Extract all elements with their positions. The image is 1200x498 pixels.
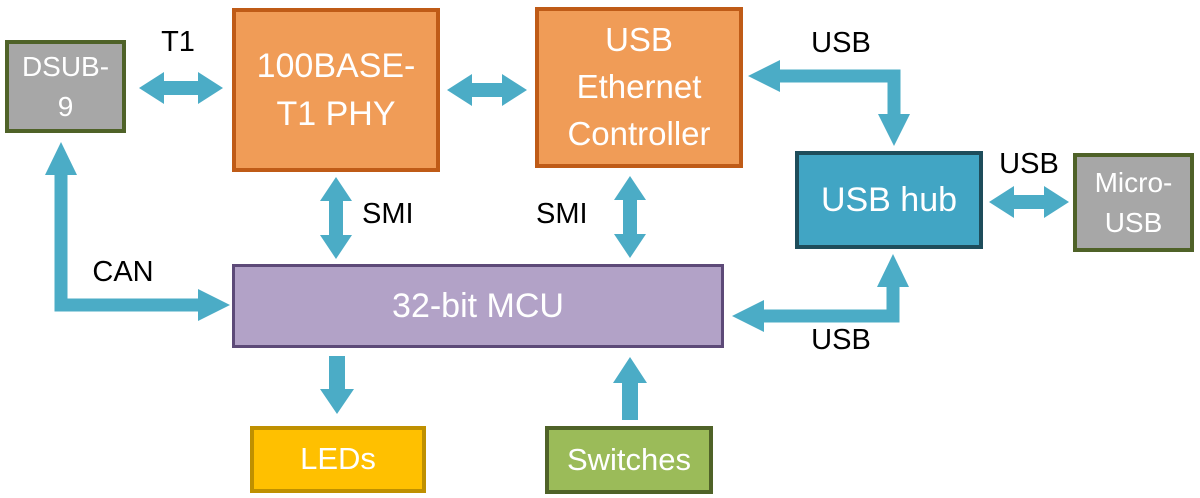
arrow-hub-mcu-icon: [732, 254, 909, 332]
block-32bit-mcu-label: 32-bit MCU: [392, 286, 564, 325]
block-32bit-mcu: 32-bit MCU: [232, 264, 724, 348]
arrow-mcu-leds-icon: [320, 356, 354, 414]
arrow-switches-mcu-icon: [613, 357, 647, 420]
block-dsub9: DSUB-9: [5, 40, 126, 133]
block-leds: LEDs: [250, 426, 426, 493]
block-usb-ethernet-controller: USB Ethernet Controller: [535, 7, 743, 168]
label-usb-right: USB: [999, 148, 1059, 180]
label-smi-right: SMI: [536, 198, 588, 230]
label-can: CAN: [92, 256, 154, 288]
arrow-smi-left-icon: [320, 177, 352, 259]
arrow-can-icon: [45, 142, 230, 321]
block-100base-t1-phy-label: 100BASE-T1 PHY: [256, 46, 416, 133]
label-t1: T1: [161, 26, 195, 58]
block-dsub9-label: DSUB-9: [21, 50, 110, 122]
arrow-phy-controller-icon: [447, 74, 527, 106]
block-switches-label: Switches: [566, 441, 692, 477]
block-100base-t1-phy: 100BASE-T1 PHY: [232, 8, 440, 172]
block-leds-label: LEDs: [300, 441, 376, 477]
arrow-smi-right-icon: [614, 176, 646, 258]
block-usb-hub-label: USB hub: [820, 180, 958, 219]
arrow-hub-microusb-icon: [989, 186, 1069, 218]
block-usb-hub: USB hub: [795, 151, 983, 249]
block-micro-usb: Micro-USB: [1073, 153, 1194, 252]
arrow-controller-hub-icon: [748, 60, 910, 146]
label-smi-left: SMI: [362, 198, 414, 230]
block-usb-ethernet-controller-label: USB Ethernet Controller: [567, 21, 711, 152]
block-switches: Switches: [545, 426, 713, 494]
label-usb-top: USB: [811, 27, 871, 59]
label-usb-bottom: USB: [811, 324, 871, 356]
arrow-t1-icon: [139, 72, 223, 104]
block-micro-usb-label: Micro-USB: [1094, 166, 1173, 238]
